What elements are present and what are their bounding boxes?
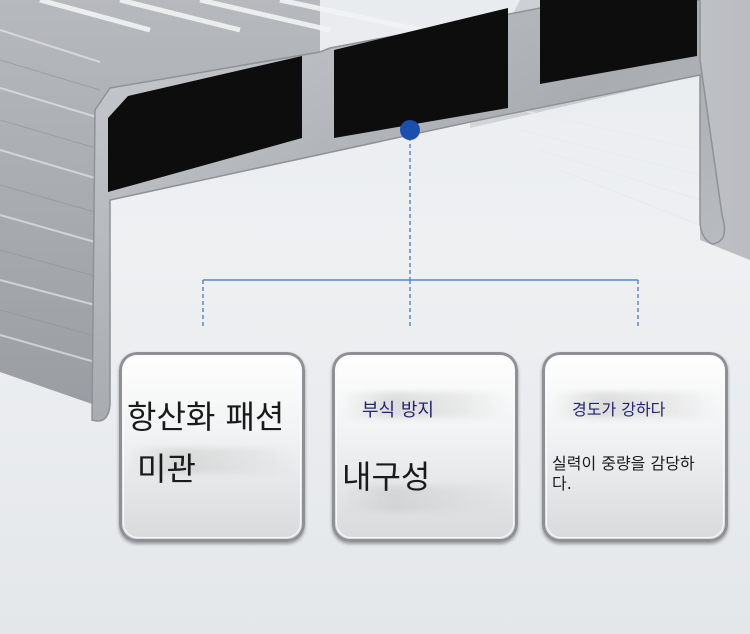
card-blur-band [552,392,718,418]
card-title: 부식 방지 [362,400,434,421]
feature-card-hardness: 경도가 강하다 실력이 중량을 감당하 다. [542,352,728,542]
feature-card-corrosion: 부식 방지 내구성 [332,352,518,542]
card-line-1: 항산화 패션 [127,398,285,436]
card-blur-band [342,392,508,418]
card-body-cont: 다. [552,474,572,493]
feature-card-anti-oxidation: 항산화 패션 미관 [119,352,305,542]
card-body: 내구성 [342,458,431,496]
card-line-2: 미관 [137,450,196,488]
card-blur-band [129,448,295,474]
card-title: 경도가 강하다 [572,400,666,419]
card-body: 실력이 중량을 감당하 [552,454,695,473]
card-blur-band [342,486,508,512]
